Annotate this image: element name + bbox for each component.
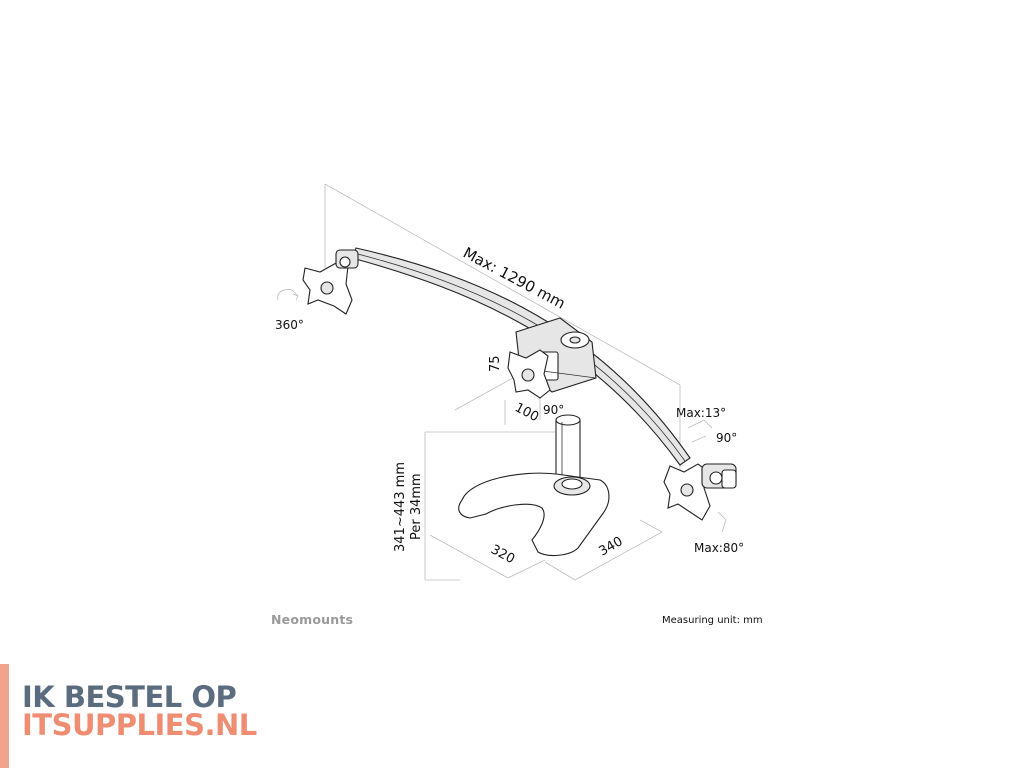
- watermark-line-2: ITSUPPLIES.NL: [22, 708, 257, 742]
- base: [458, 472, 610, 557]
- rotation-arrow-icon: [277, 289, 299, 301]
- tilt-arrow-icon: [687, 419, 727, 533]
- brand-name: Neomounts: [271, 612, 354, 627]
- measuring-unit-note: Measuring unit: mm: [662, 615, 763, 626]
- swivel-right-label: 90°: [716, 431, 737, 445]
- right-vesa-plate: [663, 463, 737, 521]
- center-vesa-plate: [507, 349, 551, 399]
- watermark-line-1: IK BESTEL OP: [22, 680, 237, 714]
- height-range-label: 341~443 mm: [393, 462, 408, 552]
- rotation-label: 360°: [275, 318, 304, 332]
- swivel-center-label: 90°: [543, 403, 564, 417]
- height-step-label: Per 34mm: [409, 473, 424, 540]
- vesa-100-label: 100: [512, 400, 541, 425]
- tilt-max-up-label: Max:13°: [676, 406, 726, 420]
- left-vesa-plate: [302, 249, 359, 315]
- base-width-label: 320: [488, 542, 517, 567]
- pole: [555, 414, 581, 479]
- vesa-75-label: 75: [488, 355, 503, 372]
- max-width-label: Max: 1290 mm: [460, 244, 568, 313]
- base-depth-label: 340: [597, 534, 626, 559]
- dimension-lines: [324, 183, 681, 581]
- tilt-max-down-label: Max:80°: [694, 541, 744, 555]
- crossbar: [351, 247, 691, 466]
- watermark-stripe: [0, 664, 9, 768]
